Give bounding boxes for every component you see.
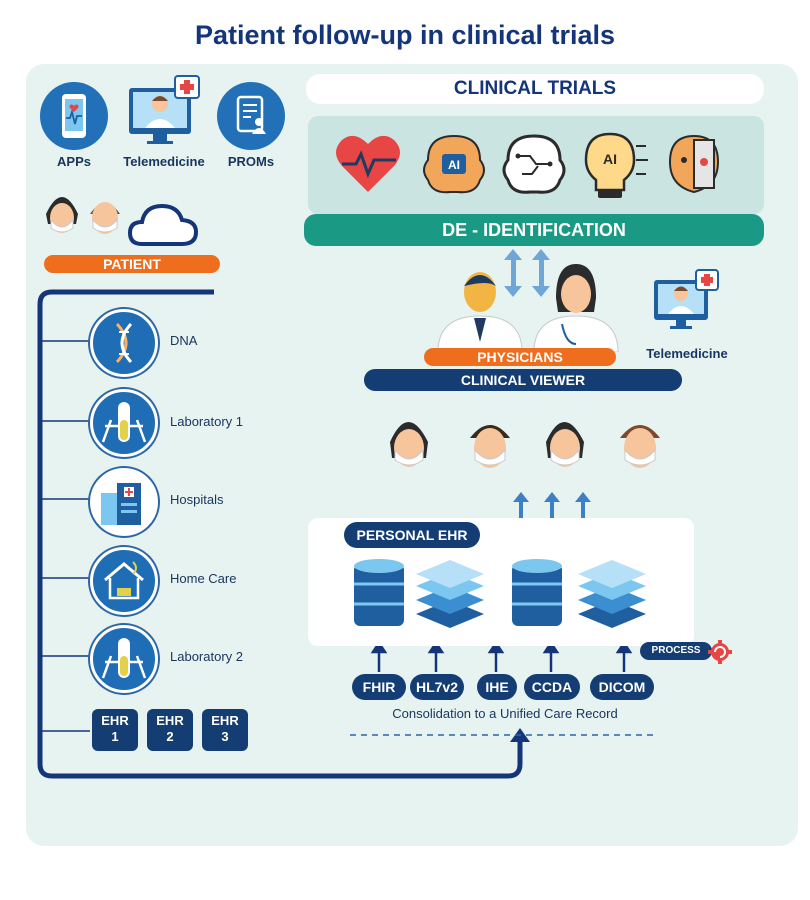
format-ihe: IHE [477,674,517,700]
female-patient-icon [46,197,78,233]
telemedicine-right-label: Telemedicine [646,346,728,361]
survey-form-icon [217,82,285,150]
ehr-box-2-name: EHR [156,713,184,728]
apps-label: APPs [57,154,91,169]
deidentification-bar: DE - IDENTIFICATION [304,214,764,246]
clinical-trials-header: CLINICAL TRIALS [306,74,764,104]
page-title: Patient follow-up in clinical trials [194,20,616,50]
heart-rate-icon [336,135,400,192]
svg-text:AI: AI [448,158,460,172]
laboratory-2-label: Laboratory 2 [170,649,243,664]
layers-icon [416,560,484,628]
male-patient-icon [90,202,120,234]
database-icon [354,559,404,626]
data-storage-icons [340,556,670,634]
patient-label: PATIENT [44,255,220,273]
ehr-box-1-num: 1 [111,729,119,744]
physicians-label: PHYSICIANS [424,348,616,366]
laboratory-1-label: Laboratory 1 [170,414,243,429]
phone-icon [40,82,108,150]
cloud-icon [127,203,199,246]
home-care-icon [90,547,158,615]
test-tube-icon [90,625,158,693]
patient-figures [42,188,212,248]
ehr-box-2-num: 2 [166,729,174,744]
format-dicom: DICOM [590,674,654,700]
clinical-viewer-bar: CLINICAL VIEWER [364,369,682,391]
process-badge: PROCESS [640,642,712,660]
ai-lightbulb-icon: AI [584,132,648,198]
ai-brain-icon: AI [423,134,485,194]
format-ccda: CCDA [524,674,580,700]
test-tube-icon [90,389,158,457]
ehr-box-1-name: EHR [101,713,129,728]
telemedicine-label: Telemedicine [123,154,205,169]
male-doctor-icon [437,272,523,353]
female-doctor-icon [533,264,619,353]
consolidation-caption: Consolidation to a Unified Care Record [392,706,618,721]
patient-faces-row [384,406,664,484]
home-care-label: Home Care [170,571,237,586]
svg-text:AI: AI [603,151,617,167]
female-patient-icon [546,422,584,467]
database-icon [512,559,562,626]
physicians-figures [430,262,620,353]
personal-ehr-label: PERSONAL EHR [344,522,480,548]
robot-face-icon [668,134,720,194]
ehr-box-3-num: 3 [221,729,229,744]
format-fhir: FHIR [352,674,406,700]
layers-icon [578,560,646,628]
process-gear-icon [708,640,732,664]
dna-icon [90,309,158,377]
circuit-brain-icon [502,134,566,194]
ehr-box-3-name: EHR [211,713,239,728]
male-patient-icon [620,425,660,468]
doctor-monitor-icon [123,74,205,150]
clinical-trials-icons-panel: AI AI [308,116,764,214]
dna-label: DNA [170,333,198,348]
format-hl7v2: HL7v2 [410,674,464,700]
hospital-icon [90,468,158,536]
proms-label: PROMs [227,154,275,169]
female-patient-icon [390,422,428,467]
doctor-monitor-icon [652,268,722,334]
male-patient-icon [470,425,510,468]
hospitals-label: Hospitals [170,492,224,507]
